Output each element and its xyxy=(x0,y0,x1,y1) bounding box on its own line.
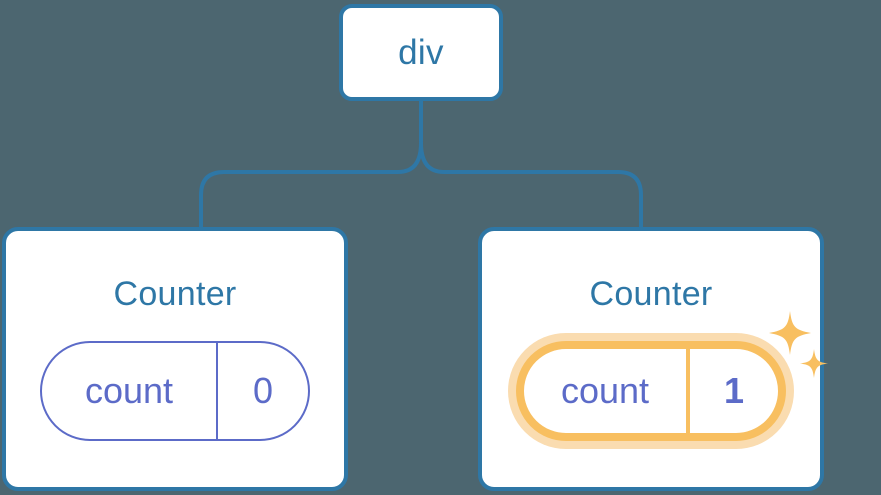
state-value-left: 0 xyxy=(216,343,308,439)
node-counter-right-title: Counter xyxy=(589,275,713,313)
node-counter-left[interactable]: Counter count 0 xyxy=(2,227,348,491)
connector-branch-right xyxy=(419,141,643,230)
node-counter-left-title: Counter xyxy=(113,275,237,313)
connector-branch-left xyxy=(199,141,423,230)
state-key-left: count xyxy=(84,370,174,411)
node-div[interactable]: div xyxy=(339,4,503,101)
state-pill-wrap-left: count 0 xyxy=(40,341,310,441)
state-pill-wrap-right: count 1 xyxy=(516,311,828,441)
node-div-label: div xyxy=(398,33,444,72)
state-pill-left[interactable]: count 0 xyxy=(40,341,310,441)
sparkle-small-icon xyxy=(800,349,828,378)
state-pill-right[interactable]: count 1 xyxy=(516,341,786,441)
node-counter-right[interactable]: Counter count 1 xyxy=(478,227,828,491)
state-key-right: count xyxy=(560,370,650,411)
state-value-right: 1 xyxy=(686,349,778,433)
